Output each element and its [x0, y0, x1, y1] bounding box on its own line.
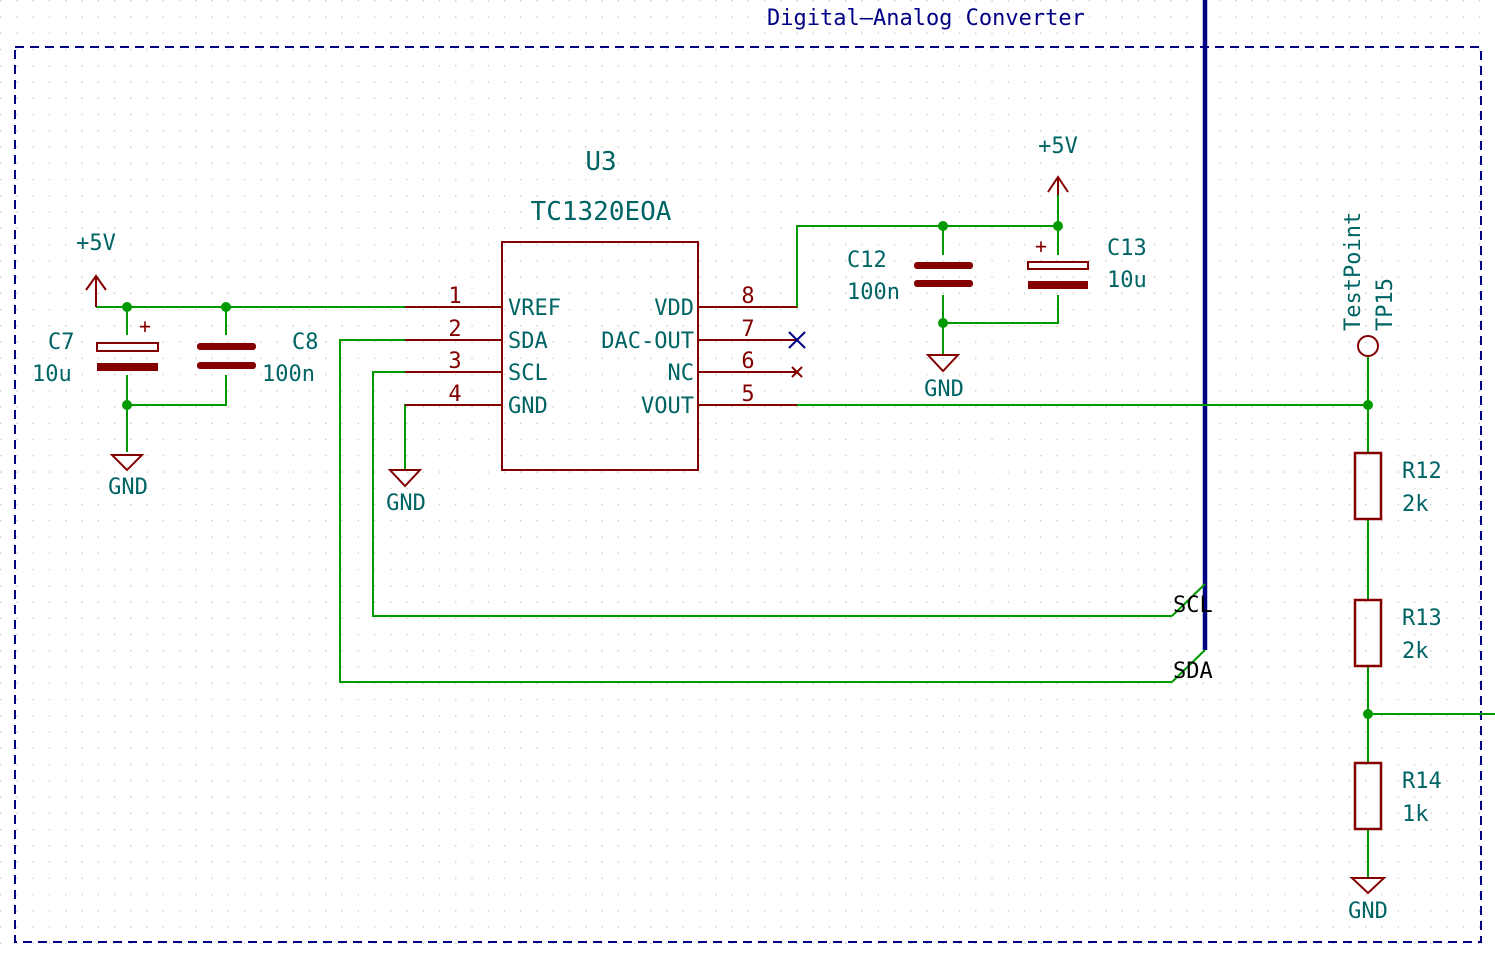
junction-dot	[122, 400, 132, 410]
pin-number: 6	[741, 349, 754, 374]
junction-dot	[1363, 709, 1373, 719]
pin-name: VOUT	[641, 394, 694, 419]
capacitor-c12[interactable]: C12 100n	[847, 248, 973, 305]
pin-number: 8	[741, 284, 754, 309]
component-ref: R12	[1402, 459, 1442, 484]
power-5v-left[interactable]: +5V	[76, 231, 116, 307]
polarity-mark: +	[1035, 234, 1047, 258]
bus-entry-sda	[1171, 649, 1206, 683]
pin-name: VREF	[508, 296, 561, 321]
power-label: +5V	[76, 231, 116, 256]
wire-c7-c8-gnd	[126, 375, 227, 406]
resistor-r14[interactable]: R14 1k	[1353, 761, 1442, 831]
ic-u3[interactable]: U3 TC1320EOA 1 VREF 2 SDA 3 SCL 4 GND 8 …	[405, 147, 797, 471]
gnd-symbol-c7[interactable]: GND	[108, 454, 148, 500]
junction-dot	[938, 221, 948, 231]
capacitor-c7[interactable]: + C7 10u	[32, 314, 159, 387]
bus-entry-scl	[1171, 583, 1206, 617]
component-ref: C7	[48, 330, 75, 355]
component-ref: C8	[292, 330, 319, 355]
pin-name: SDA	[508, 329, 548, 354]
ic-ref: U3	[585, 147, 616, 177]
junction-dot	[122, 302, 132, 312]
capacitor-c13[interactable]: + C13 10u	[1027, 234, 1147, 293]
component-value: 10u	[1107, 268, 1147, 293]
polarity-mark: +	[139, 314, 151, 338]
component-ref: R14	[1402, 769, 1442, 794]
resistor-r12[interactable]: R12 2k	[1353, 451, 1442, 521]
component-value: 2k	[1402, 639, 1429, 664]
resistor-r13[interactable]: R13 2k	[1353, 598, 1442, 668]
gnd-label: GND	[386, 491, 426, 516]
component-value: TestPoint	[1341, 212, 1366, 331]
component-ref: TP15	[1373, 278, 1398, 331]
junction-dot	[1363, 400, 1373, 410]
sheet-title: Digital—Analog Converter	[767, 6, 1085, 31]
no-connect-nc	[791, 366, 803, 378]
gnd-label: GND	[1348, 899, 1388, 924]
pin-name: NC	[668, 361, 695, 386]
pin-name: VDD	[654, 296, 694, 321]
gnd-label: GND	[108, 475, 148, 500]
component-ref: R13	[1402, 606, 1442, 631]
junction-dot	[221, 302, 231, 312]
pin-number: 1	[448, 284, 461, 309]
capacitor-c8[interactable]: C8 100n	[197, 330, 319, 387]
wire-c12-c13-gnd	[942, 295, 1059, 324]
component-value: 100n	[847, 280, 900, 305]
component-value: 1k	[1402, 802, 1429, 827]
ic-value: TC1320EOA	[531, 197, 672, 227]
bus-label-scl: SCL	[1173, 593, 1213, 618]
ic-body	[501, 241, 699, 471]
pin-name: GND	[508, 394, 548, 419]
power-label: +5V	[1038, 134, 1078, 159]
component-value: 2k	[1402, 492, 1429, 517]
junctions	[122, 221, 1373, 719]
bus-label-sda: SDA	[1173, 659, 1213, 684]
no-connect-dacout	[788, 331, 806, 349]
testpoint-tp15[interactable]: TestPoint TP15	[1341, 212, 1398, 357]
pin-name: SCL	[508, 361, 548, 386]
pin-number: 3	[448, 349, 461, 374]
component-ref: C13	[1107, 236, 1147, 261]
component-value: 100n	[262, 362, 315, 387]
pin-number: 2	[448, 317, 461, 342]
power-5v-right[interactable]: +5V	[1038, 134, 1078, 195]
gnd-symbol-u3[interactable]: GND	[386, 469, 426, 516]
component-value: 10u	[32, 362, 72, 387]
pin-number: 4	[448, 382, 461, 407]
junction-dot	[938, 318, 948, 328]
junction-dot	[1053, 221, 1063, 231]
pin-name: DAC-OUT	[601, 329, 694, 354]
gnd-label: GND	[924, 377, 964, 402]
gnd-symbol-r14[interactable]: GND	[1348, 877, 1388, 924]
gnd-symbol-c12[interactable]: GND	[924, 354, 964, 402]
component-ref: C12	[847, 248, 887, 273]
sheet-frame	[14, 46, 1482, 943]
pin-number: 5	[741, 382, 754, 407]
pin-number: 7	[741, 317, 754, 342]
